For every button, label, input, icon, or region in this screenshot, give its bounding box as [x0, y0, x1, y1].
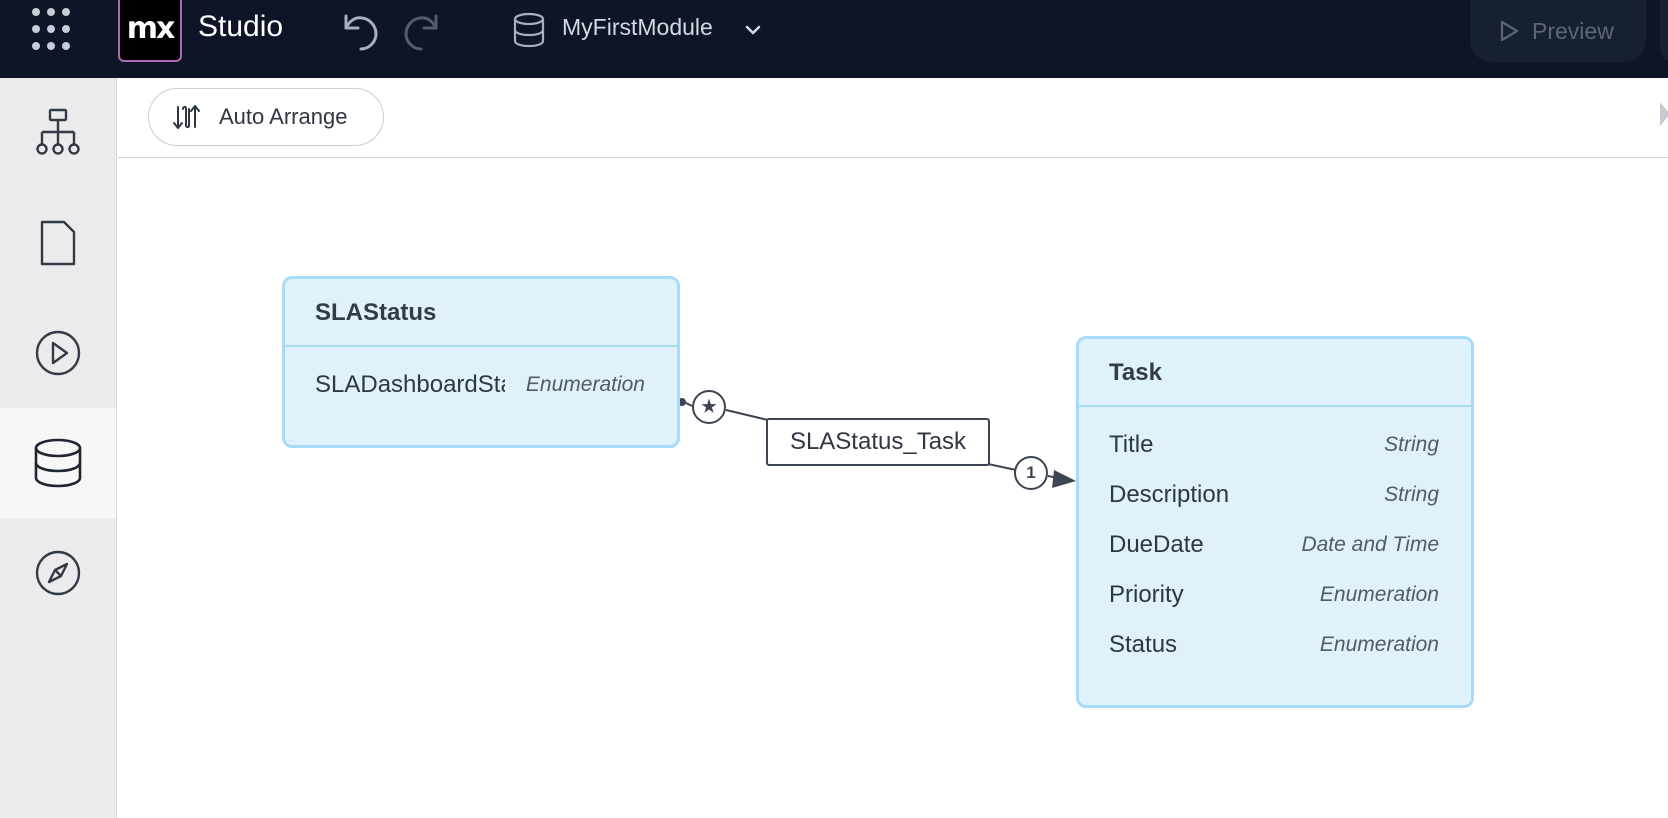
chevron-down-icon[interactable]	[744, 22, 762, 36]
multiplicity-many: ★	[692, 390, 726, 424]
attribute-name: Priority	[1109, 581, 1184, 608]
attribute-name: Title	[1109, 431, 1154, 458]
redo-icon[interactable]	[400, 8, 446, 54]
attribute-type: Enumeration	[1319, 633, 1439, 656]
attribute-name: SLADashboardStatus	[315, 371, 505, 398]
attribute-type: String	[1384, 483, 1439, 506]
entity-slastatus[interactable]: SLAStatus SLADashboardStatus Enumeration	[282, 276, 680, 448]
auto-arrange-label: Auto Arrange	[219, 104, 348, 129]
attribute-type: String	[1384, 433, 1439, 456]
sidebar-item-microflows[interactable]	[0, 298, 116, 408]
association-label[interactable]: SLAStatus_Task	[766, 418, 990, 466]
auto-arrange-button[interactable]: Auto Arrange	[148, 88, 384, 146]
mendix-logo: mx	[118, 0, 182, 62]
hierarchy-icon	[36, 108, 80, 155]
left-sidebar	[0, 78, 117, 818]
preview-label: Preview	[1532, 17, 1614, 44]
entity-name: SLAStatus	[285, 279, 677, 347]
attribute-row[interactable]: SLADashboardStatus Enumeration	[285, 361, 677, 411]
compass-icon	[35, 550, 81, 596]
entity-task[interactable]: Task Title String Description String Due…	[1076, 336, 1474, 708]
app-name: Studio	[198, 10, 284, 43]
sidebar-item-project-explorer[interactable]	[0, 78, 116, 188]
attribute-row[interactable]: Priority Enumeration	[1079, 571, 1471, 621]
attribute-name: DueDate	[1109, 531, 1204, 558]
undo-icon[interactable]	[336, 8, 382, 54]
top-bar: mx Studio MyFirstModule Preview	[0, 0, 1668, 78]
domain-model-toolbar: Auto Arrange	[118, 78, 1668, 158]
attribute-row[interactable]: Title String	[1079, 421, 1471, 471]
account-button[interactable]	[1660, 0, 1668, 62]
panel-toggle-icon[interactable]	[1660, 102, 1668, 126]
attribute-type: Enumeration	[525, 373, 645, 396]
attribute-type: Date and Time	[1301, 533, 1439, 556]
play-circle-icon	[35, 330, 81, 376]
sidebar-item-navigation[interactable]	[0, 518, 116, 628]
auto-arrange-icon	[173, 105, 200, 129]
multiplicity-one: 1	[1014, 456, 1048, 490]
play-outline-icon	[1500, 20, 1519, 42]
attribute-row[interactable]: DueDate Date and Time	[1079, 521, 1471, 571]
apps-grid-icon[interactable]	[32, 8, 76, 52]
attribute-name: Description	[1109, 481, 1230, 508]
attribute-name: Status	[1109, 631, 1178, 658]
database-icon	[34, 438, 82, 488]
database-icon	[512, 12, 546, 48]
preview-button[interactable]: Preview	[1470, 0, 1646, 62]
attribute-row[interactable]: Status Enumeration	[1079, 621, 1471, 671]
attribute-type: Enumeration	[1319, 583, 1439, 606]
attribute-row[interactable]: Description String	[1079, 471, 1471, 521]
entity-name: Task	[1079, 339, 1471, 407]
document-icon	[40, 220, 76, 266]
module-selector[interactable]: MyFirstModule	[562, 14, 713, 40]
sidebar-item-domain-model[interactable]	[0, 408, 116, 518]
sidebar-item-pages[interactable]	[0, 188, 116, 298]
